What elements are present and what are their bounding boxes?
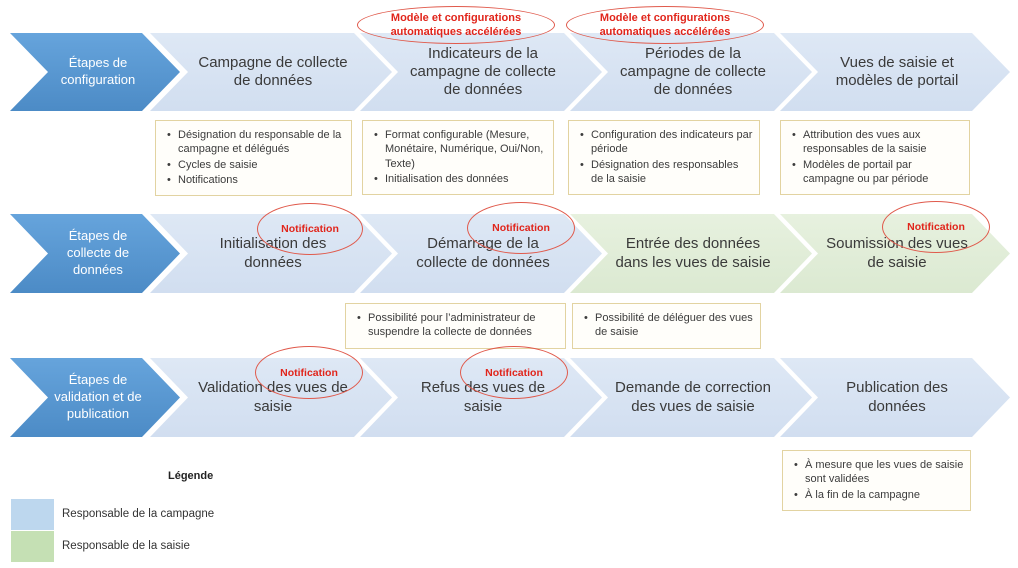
callout-ellipse-accel-2: Modèle et configurations automatiques ac… [566,6,764,44]
note-bullet: Initialisation des données [374,172,547,187]
row1-step-vues: Vues de saisie et modèles de portail [780,33,1010,111]
note-bullet: Notifications [167,173,345,188]
note-bullet: Possibilité de déléguer des vues de sais… [584,311,754,340]
note-bullet: Modèles de portail par campagne ou par p… [792,158,963,187]
row3-step-correction: Demande de correction des vues de saisie [570,358,812,437]
row1-step-campagne: Campagne de collecte de données [150,33,392,111]
note-campagne: Désignation du responsable de la campagn… [155,120,352,197]
row1-step-indicateurs: Indicateurs de la campagne de collecte d… [360,33,602,111]
row3-step-publication: Publication des données [780,358,1010,437]
legend-swatch-saisie [11,531,54,562]
note-bullet: Désignation des responsables de la saisi… [580,158,753,187]
callout-ellipse-notification-1: Notification [257,203,363,255]
note-bullet: Configuration des indicateurs par périod… [580,128,753,157]
note-entree: Possibilité de déléguer des vues de sais… [572,303,761,349]
row1-step-periodes: Périodes de la campagne de collecte de d… [570,33,812,111]
row2-lead-chevron: Étapes de collecte de données [10,214,180,293]
note-periodes: Configuration des indicateurs par périod… [568,120,760,196]
legend-swatch-campagne [11,499,54,530]
note-bullet: Attribution des vues aux responsables de… [792,128,963,157]
note-bullet: À la fin de la campagne [794,488,964,503]
note-indicateurs: Format configurable (Mesure, Monétaire, … [362,120,554,196]
callout-ellipse-accel-1: Modèle et configurations automatiques ac… [357,6,555,44]
callout-ellipse-notification-4: Notification [255,346,363,399]
note-bullet: À mesure que les vues de saisie sont val… [794,458,964,487]
note-demarrage: Possibilité pour l’administrateur de sus… [345,303,566,349]
note-publication: À mesure que les vues de saisie sont val… [782,450,971,511]
row3-lead-chevron: Étapes de validation et de publication [10,358,180,437]
note-bullet: Possibilité pour l’administrateur de sus… [357,311,559,340]
callout-ellipse-notification-2: Notification [467,202,575,254]
legend-label-saisie: Responsable de la saisie [62,540,190,552]
row2-step-entree: Entrée des données dans les vues de sais… [570,214,812,293]
note-bullet: Désignation du responsable de la campagn… [167,128,345,157]
legend-label-campagne: Responsable de la campagne [62,508,215,520]
row1-lead-chevron: Étapes de configuration [10,33,180,111]
note-vues: Attribution des vues aux responsables de… [780,120,970,196]
callout-ellipse-notification-3: Notification [882,201,990,253]
note-bullet: Cycles de saisie [167,158,345,173]
legend-title: Légende [168,470,214,482]
note-bullet: Format configurable (Mesure, Monétaire, … [374,128,547,171]
callout-ellipse-notification-5: Notification [460,346,568,399]
